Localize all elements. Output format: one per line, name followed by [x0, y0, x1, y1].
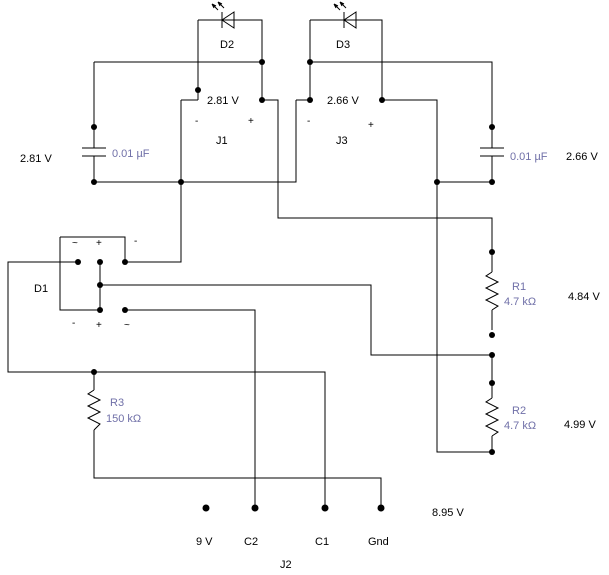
resistor-r2: R2 4.7 kΩ 4.99 V: [484, 383, 596, 437]
j2-pin-c2: C2: [244, 536, 258, 548]
r3-value: 150 kΩ: [106, 413, 141, 425]
r3-label: R3: [110, 397, 124, 409]
d1-bottom-pin-1: -: [72, 318, 75, 329]
r2-label: R2: [512, 405, 526, 417]
connector-j2: 9 V C2 C1 Gnd J2 8.95 V: [196, 507, 464, 571]
j3-voltage: 2.66 V: [327, 95, 359, 107]
junctions: [75, 59, 495, 512]
r1-label: R1: [512, 281, 526, 293]
c-left-voltage: 2.81 V: [20, 153, 52, 165]
resistor-r1: R1 4.7 kΩ 4.84 V: [484, 252, 600, 311]
j2-voltage: 8.95 V: [432, 507, 464, 519]
j3-label: J3: [336, 135, 348, 147]
led-d2: D2: [211, 1, 235, 51]
j1-voltage: 2.81 V: [207, 95, 239, 107]
d1-label: D1: [34, 283, 48, 295]
wires: [7, 19, 493, 508]
d1-bottom-pin-2: +: [96, 320, 102, 331]
c-right-voltage: 2.66 V: [566, 151, 598, 163]
connector-j3: 2.66 V - + J3: [307, 95, 374, 147]
r1-voltage: 4.84 V: [568, 291, 600, 303]
d1-top-pin-1: ~: [72, 238, 78, 249]
c-left-value: 0.01 µF: [112, 148, 150, 160]
j2-pin-9v: 9 V: [196, 536, 213, 548]
j1-label: J1: [216, 135, 228, 147]
resistor-r3: R3 150 kΩ: [86, 389, 141, 431]
j2-label: J2: [280, 559, 292, 571]
d1-top-pin-2: +: [96, 238, 102, 249]
capacitor-right: 0.01 µF 2.66 V: [480, 127, 598, 165]
c-right-value: 0.01 µF: [510, 151, 548, 163]
d1-top-pin-3: -: [134, 236, 137, 247]
j2-pin-gnd: Gnd: [368, 536, 389, 548]
connector-j1: 2.81 V - + J1: [195, 95, 254, 147]
d1-bottom-pin-3: ~: [124, 320, 130, 331]
j2-pin-c1: C1: [315, 536, 329, 548]
r1-value: 4.7 kΩ: [504, 296, 536, 308]
j3-minus: -: [307, 116, 310, 127]
bridge-d1: ~ + - D1 - + ~: [34, 236, 137, 331]
j1-plus: +: [248, 116, 254, 127]
d2-label: D2: [220, 39, 234, 51]
r2-value: 4.7 kΩ: [504, 420, 536, 432]
j1-minus: -: [195, 116, 198, 127]
j3-plus: +: [368, 120, 374, 131]
capacitor-left: 0.01 µF 2.81 V: [20, 127, 150, 165]
r2-voltage: 4.99 V: [564, 419, 596, 431]
led-d3: D3: [333, 1, 357, 51]
d3-label: D3: [336, 39, 350, 51]
